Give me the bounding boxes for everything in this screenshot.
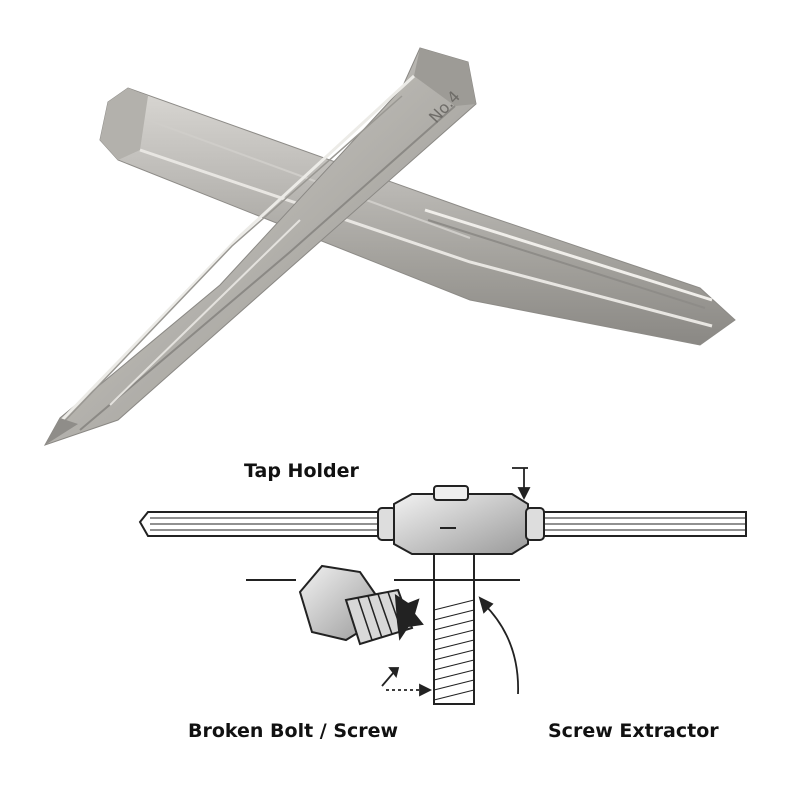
tap-holder-label: Tap Holder (244, 460, 359, 482)
extractor-shaft (433, 553, 475, 705)
broken-bolt-drawing (298, 564, 424, 646)
tap-holder-right-collar (525, 507, 545, 541)
tap-holder-right-handle (543, 511, 747, 537)
screw-extractor-back (99, 87, 736, 346)
arrow-to-bolt (381, 671, 395, 687)
screw-extractor-front (43, 47, 477, 446)
tap-holder-left-handle (138, 511, 381, 537)
tap-holder-body (393, 485, 529, 555)
arrow-rotation (483, 603, 519, 695)
broken-bolt-label: Broken Bolt / Screw (188, 720, 399, 742)
arrows (381, 467, 531, 697)
screw-extractor-label: Screw Extractor (548, 720, 719, 742)
tap-holder-diagram (138, 485, 747, 705)
